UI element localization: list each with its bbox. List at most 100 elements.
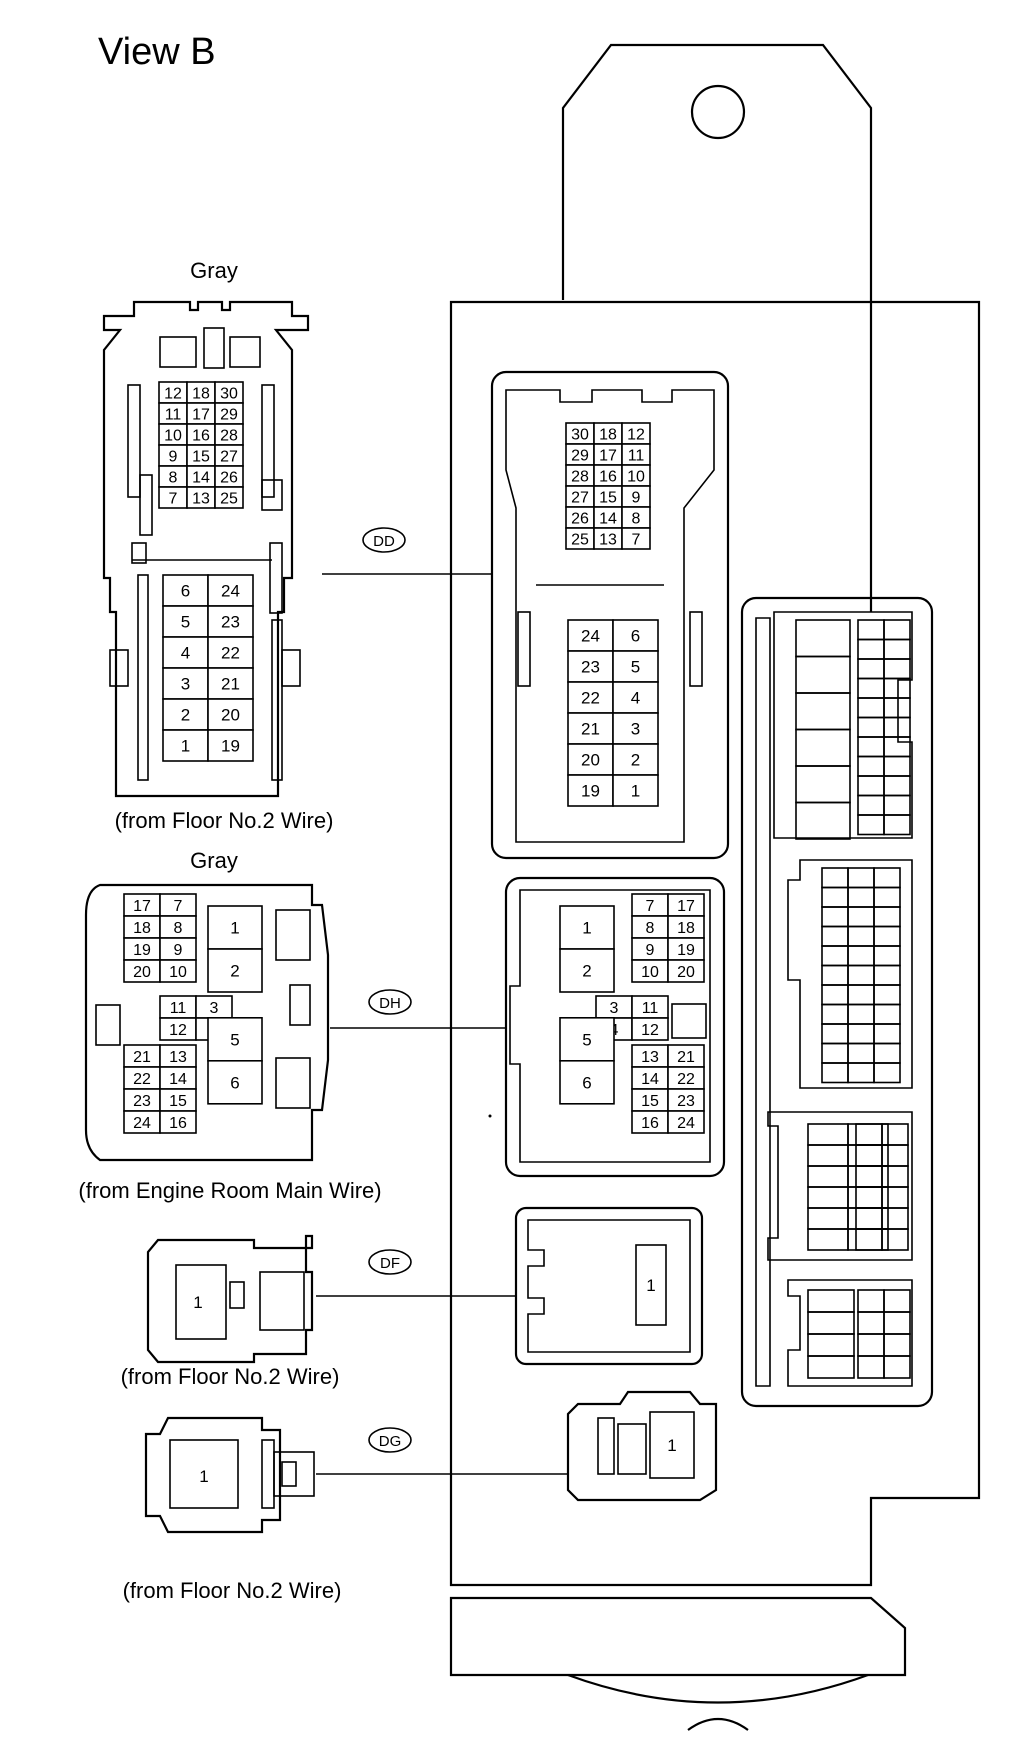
pin-number: 11	[628, 447, 645, 464]
pin-cell	[162, 698, 209, 731]
pin-number: 12	[169, 1022, 187, 1039]
pin-number: 14	[192, 469, 210, 486]
relay-cell	[821, 984, 849, 1006]
pin-number: 30	[220, 385, 238, 402]
pin-number: 2	[230, 962, 239, 981]
relay-cell	[857, 736, 885, 758]
relay-cell	[883, 755, 911, 777]
relay-cell	[855, 1228, 883, 1251]
relay-cell	[873, 886, 901, 908]
pin-cell	[162, 729, 209, 762]
df-source-label: (from Floor No.2 Wire)	[121, 1364, 340, 1389]
dg-plug-pin: 1	[199, 1467, 208, 1486]
relay-cell	[795, 655, 851, 694]
df-plug	[146, 1234, 314, 1364]
pin-cell-large	[559, 1016, 615, 1062]
relay-cell	[883, 1311, 911, 1335]
pin-number: 12	[164, 385, 182, 402]
pin-number: 5	[181, 613, 190, 632]
df-socket-pin: 1	[646, 1276, 655, 1295]
pin-number: 23	[133, 1093, 151, 1110]
relay-cell	[847, 925, 875, 947]
pin-cell	[631, 1017, 669, 1041]
pin-number: 24	[677, 1115, 695, 1132]
relay-cell	[847, 906, 875, 928]
pin-number: 9	[632, 489, 641, 506]
pin-number: 12	[627, 426, 645, 443]
relay-cell	[873, 906, 901, 928]
pin-number: 17	[133, 898, 151, 915]
pin-number: 27	[220, 448, 238, 465]
relay-cell	[795, 692, 851, 731]
pin-number: 8	[174, 920, 183, 937]
dh-socket	[504, 876, 726, 1178]
dg-socket-pin: 1	[667, 1436, 676, 1455]
relay-grids	[767, 611, 913, 1387]
pin-number: 15	[192, 448, 210, 465]
pin-number: 3	[181, 675, 190, 694]
pin-number: 16	[599, 468, 617, 485]
relay-cell	[807, 1165, 849, 1188]
pin-number: 4	[631, 689, 640, 708]
pin-cell	[214, 486, 244, 509]
pin-number: 15	[599, 489, 617, 506]
relay-cell	[881, 1123, 909, 1146]
pin-number: 8	[632, 510, 641, 527]
pin-cell-large	[207, 1060, 263, 1105]
pin-number: 2	[582, 962, 591, 981]
relay-cell	[857, 1311, 885, 1335]
pin-cell	[162, 667, 209, 700]
df-code-badge: DF	[380, 1255, 400, 1272]
pin-cell	[612, 743, 659, 776]
relay-cell	[857, 658, 885, 680]
pin-number: 24	[581, 627, 600, 646]
pin-cell	[667, 959, 705, 983]
dg-plug	[144, 1416, 315, 1534]
relay-cell	[883, 775, 911, 797]
pin-number: 9	[169, 448, 178, 465]
pin-cell	[159, 1110, 197, 1134]
relay-cell	[795, 765, 851, 804]
relay-outline	[787, 859, 913, 1089]
pin-number: 6	[181, 582, 190, 601]
relay-cell	[857, 677, 885, 699]
relay-cell	[883, 1355, 911, 1379]
relay-cell	[795, 728, 851, 767]
relay-cell	[855, 1207, 883, 1230]
dh-color-label: Gray	[190, 848, 238, 873]
pin-number: 17	[599, 447, 617, 464]
pin-cell	[612, 650, 659, 683]
pin-number: 16	[192, 427, 210, 444]
relay-cell	[847, 1062, 875, 1084]
pin-cell-large	[559, 1060, 615, 1105]
dg-source-label: (from Floor No.2 Wire)	[123, 1578, 342, 1603]
pin-number: 27	[571, 489, 589, 506]
relay-cell	[807, 1228, 849, 1251]
pin-cell	[667, 1110, 705, 1134]
pin-number: 8	[646, 920, 655, 937]
pin-number: 15	[169, 1093, 187, 1110]
pin-number: 10	[164, 427, 182, 444]
relay-cell	[873, 984, 901, 1006]
relay-cell	[847, 1042, 875, 1064]
pin-number: 1	[582, 919, 591, 938]
pin-number: 5	[230, 1030, 239, 1049]
pin-number: 3	[610, 1000, 619, 1017]
relay-cell	[881, 1165, 909, 1188]
pin-number: 1	[230, 919, 239, 938]
pin-number: 6	[230, 1073, 239, 1092]
pin-number: 22	[133, 1071, 151, 1088]
relay-cell	[873, 867, 901, 889]
relay-cell	[807, 1355, 855, 1379]
dg-socket	[566, 1390, 718, 1502]
relay-cell	[883, 794, 911, 816]
relay-cell	[821, 886, 849, 908]
pin-number: 14	[599, 510, 617, 527]
relay-cell	[883, 1333, 911, 1357]
pin-cell	[207, 729, 254, 762]
pin-cell	[207, 574, 254, 607]
pin-number: 8	[169, 469, 178, 486]
pin-number: 13	[192, 490, 210, 507]
